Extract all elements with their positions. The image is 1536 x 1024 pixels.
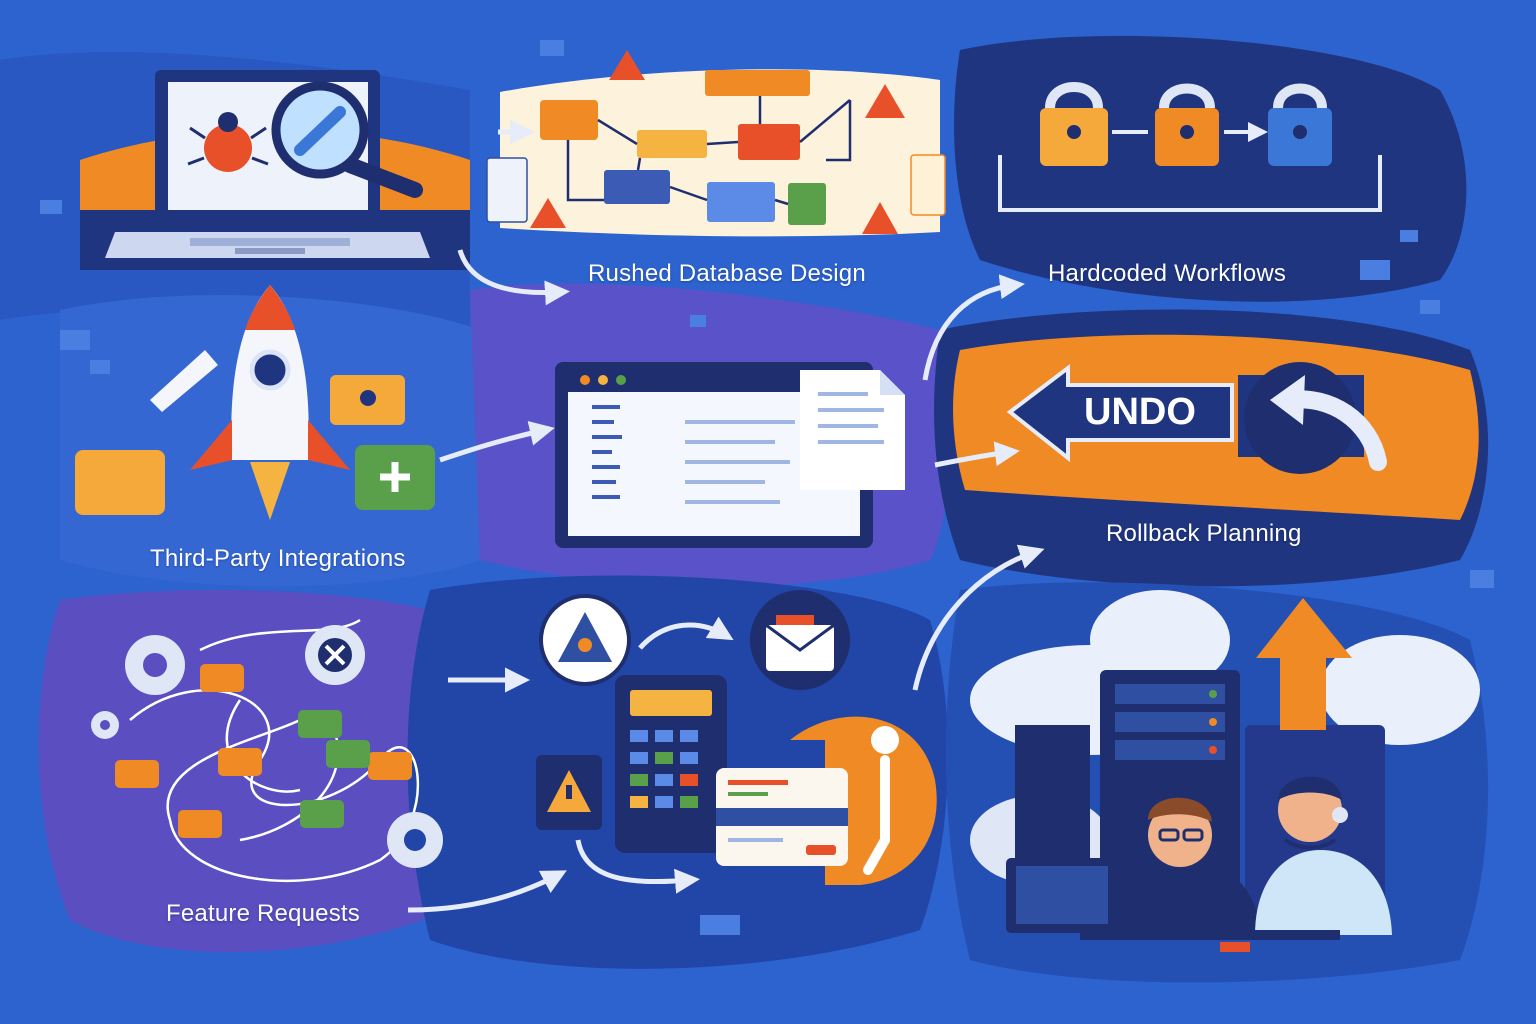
- document-icon: [800, 370, 905, 490]
- engineer-avatar: [1006, 797, 1260, 933]
- database-schema-board: [486, 69, 946, 237]
- label-rollback-planning: Rollback Planning: [1106, 520, 1302, 547]
- decorative-squares: [40, 40, 1494, 935]
- clock-icon: [539, 594, 631, 686]
- gear-icon: [91, 625, 443, 868]
- label-hardcoded-workflows: Hardcoded Workflows: [1048, 260, 1287, 287]
- warning-icon: [530, 50, 905, 234]
- flow-arrows: [407, 119, 1045, 913]
- label-rushed-database-design: Rushed Database Design: [588, 260, 866, 287]
- upload-arrow-icon: [1256, 598, 1352, 730]
- undo-arrow-icon: [1244, 362, 1387, 474]
- puzzle-icon: [75, 375, 435, 515]
- label-third-party-integrations: Third-Party Integrations: [150, 545, 406, 572]
- rocket-icon: [150, 285, 350, 520]
- magnifier-icon: [271, 81, 423, 198]
- envelope-icon: [750, 590, 850, 690]
- calculator-icon: [615, 675, 727, 853]
- label-feature-requests: Feature Requests: [166, 900, 360, 927]
- warning-box-icon: [536, 755, 602, 830]
- payment-card-icon: [716, 716, 937, 885]
- padlock-icon: [998, 82, 1382, 212]
- undo-sign-text: UNDO: [1084, 391, 1196, 433]
- support-agent-avatar: [1080, 776, 1392, 952]
- bug-icon: [187, 112, 269, 172]
- feature-requests-map: [115, 618, 420, 883]
